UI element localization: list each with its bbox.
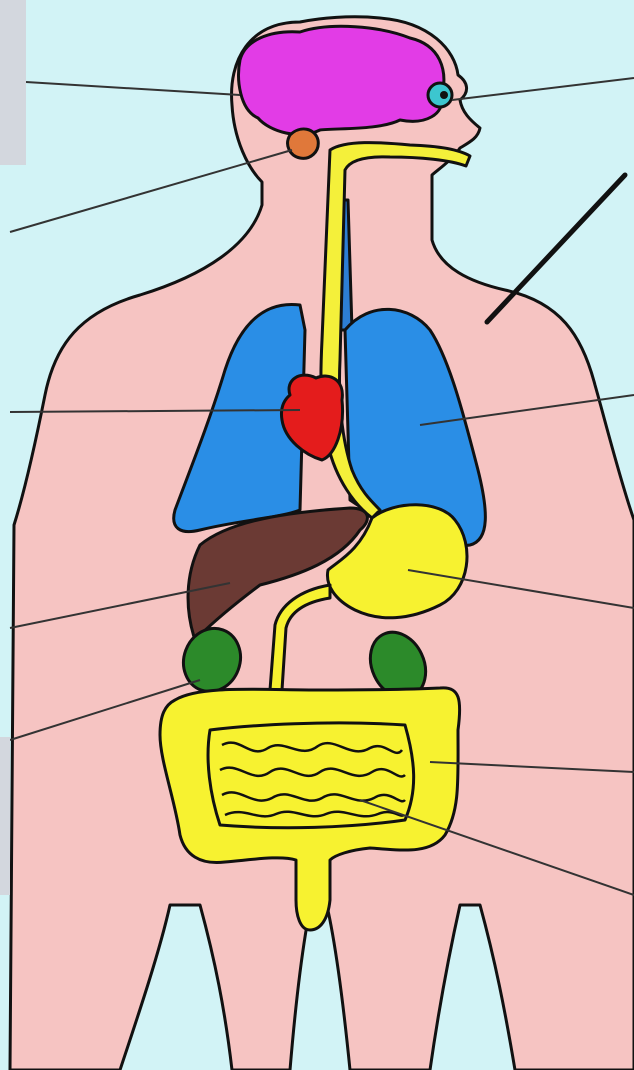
label-box-top-left	[0, 0, 26, 165]
leader-eye	[452, 78, 634, 100]
pointer-line	[487, 175, 625, 322]
label-box-bottom-left	[0, 737, 10, 895]
pupil	[440, 91, 448, 99]
brain	[239, 26, 444, 134]
leader-ear	[10, 150, 292, 232]
leader-brain	[26, 82, 240, 95]
ear	[288, 129, 319, 158]
